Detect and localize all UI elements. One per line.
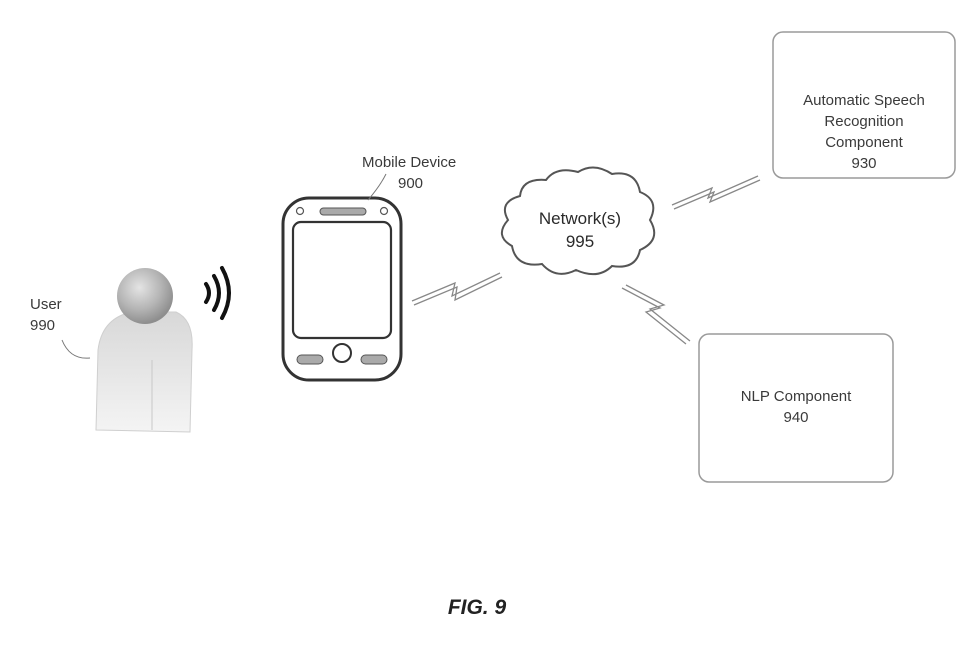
sound-waves (204, 266, 231, 320)
asr-line-2: Recognition (824, 113, 903, 130)
asr-ref: 930 (851, 155, 876, 172)
device-leader-line (367, 173, 387, 201)
phone-home-button (332, 343, 352, 363)
phone-speaker (319, 207, 367, 216)
user-body (95, 311, 193, 433)
user-label: User (30, 296, 62, 313)
asr-line-3: Component (825, 134, 903, 151)
nlp-label: NLP Component (741, 388, 852, 405)
nlp-ref: 940 (783, 409, 808, 426)
phone-left-key (296, 354, 324, 365)
device-label: Mobile Device (362, 154, 456, 171)
asr-component-box: Automatic Speech Recognition Component 9… (772, 31, 956, 179)
network-cloud (501, 166, 656, 276)
nlp-component-box: NLP Component 940 (698, 333, 894, 483)
asr-line-1: Automatic Speech (803, 92, 925, 109)
phone-camera-right (379, 206, 389, 216)
network-ref: 995 (566, 232, 594, 251)
figure-caption: FIG. 9 (448, 596, 507, 619)
wireless-link-network-nlp (621, 284, 691, 345)
wireless-link-network-asr (671, 175, 761, 210)
phone-camera-left (295, 206, 305, 216)
device-ref: 900 (398, 175, 423, 192)
user-head (117, 268, 173, 324)
user-ref: 990 (30, 317, 55, 334)
wireless-link-device-network (411, 272, 503, 306)
user-leader-line (61, 339, 91, 359)
user-figure (95, 268, 193, 433)
mobile-device (281, 196, 403, 382)
phone-screen (291, 220, 393, 340)
network-label: Network(s) (539, 209, 621, 228)
phone-right-key (360, 354, 388, 365)
